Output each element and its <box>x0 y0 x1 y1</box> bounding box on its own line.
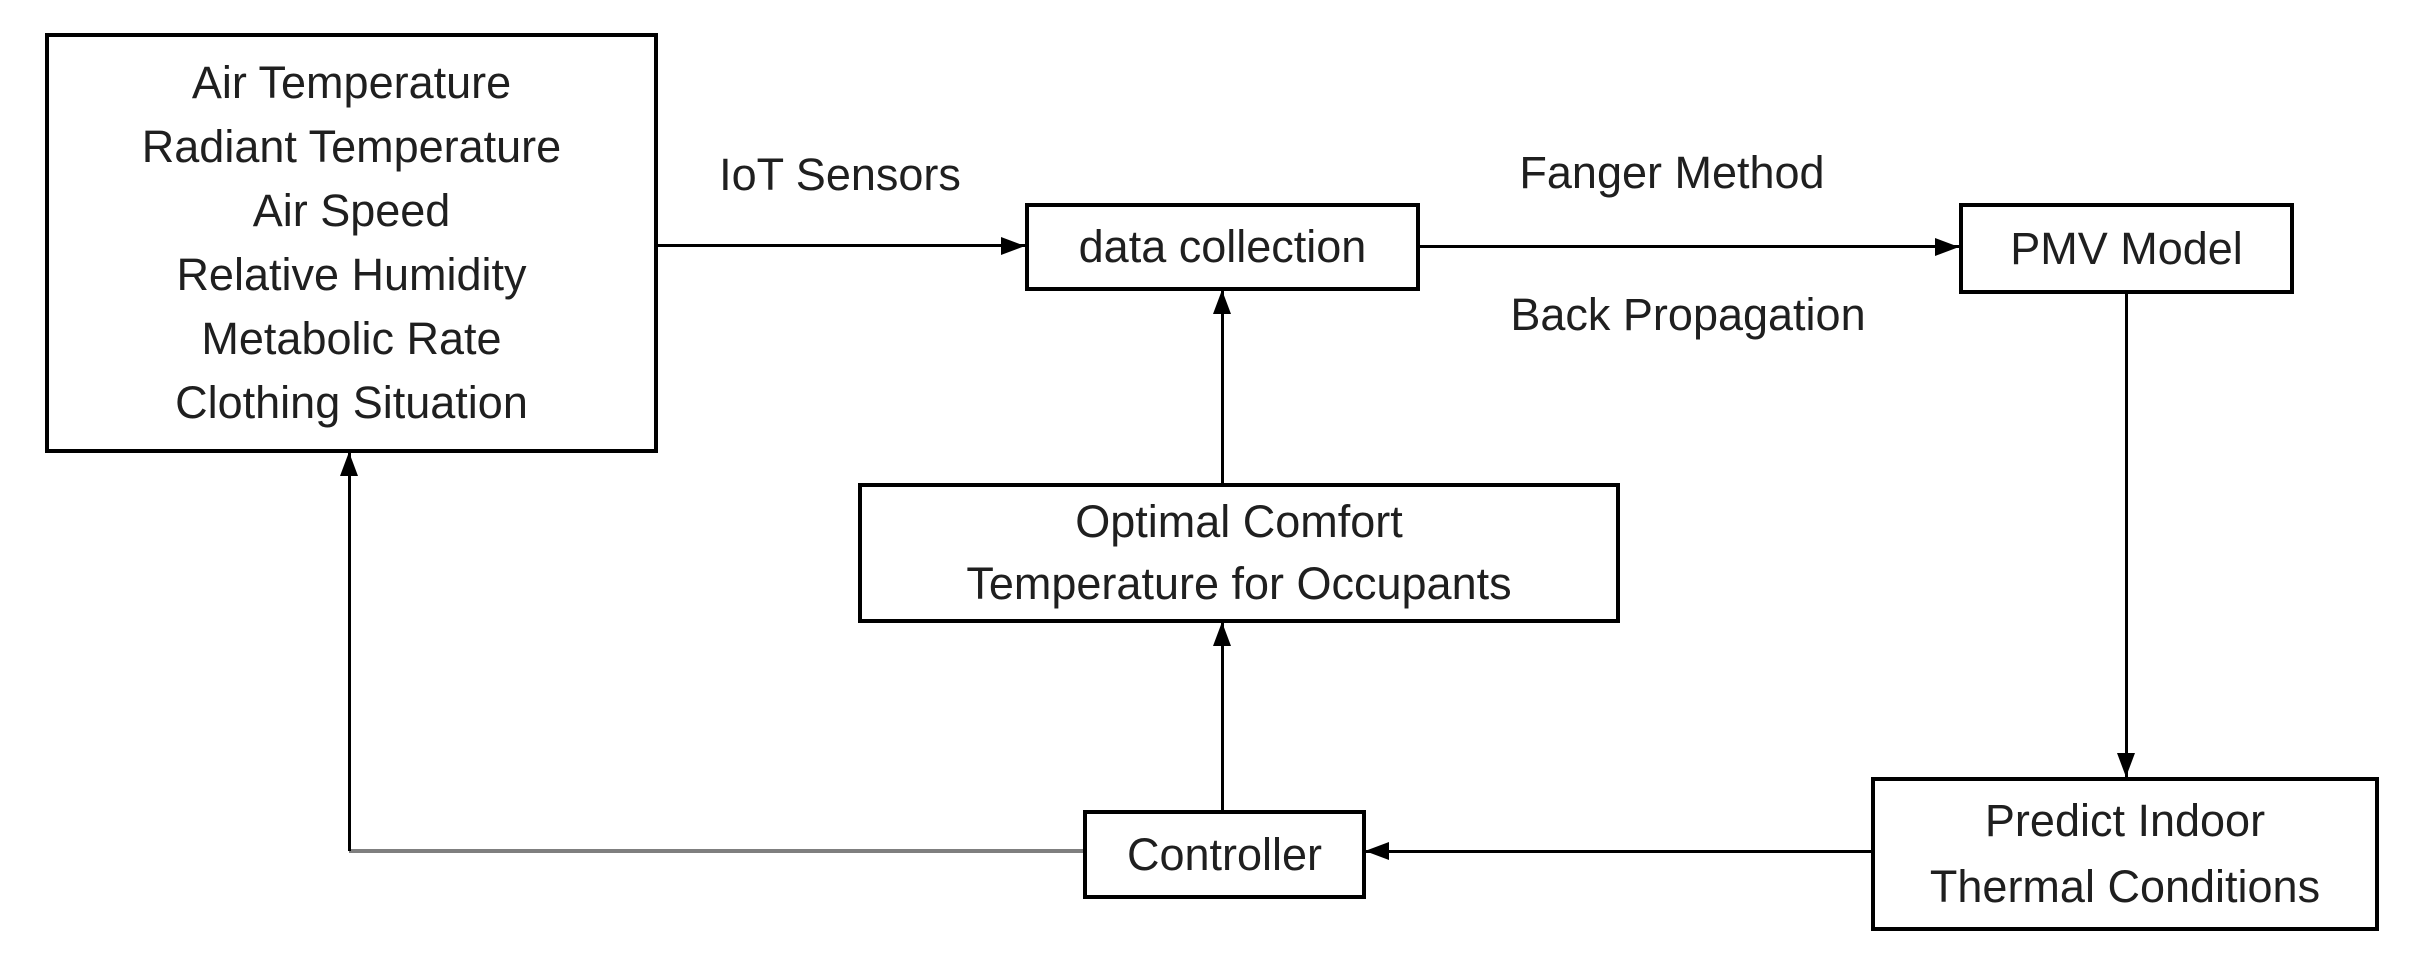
arrowhead-up-icon <box>1213 622 1231 646</box>
input-line-air-temperature: Air Temperature <box>191 57 512 108</box>
input-line-metabolic-rate: Metabolic Rate <box>201 313 502 364</box>
fanger-method-edge-label: Fanger Method <box>1519 147 1825 198</box>
controller-label: Controller <box>1126 828 1323 880</box>
predict-thermal-conditions-box: Predict Indoor Thermal Conditions <box>1871 777 2379 931</box>
input-line-air-speed: Air Speed <box>252 185 451 236</box>
edge-controller-feedback-horizontal <box>349 849 1083 853</box>
optimal-comfort-box: Optimal Comfort Temperature for Occupant… <box>858 483 1620 623</box>
data-collection-box: data collection <box>1025 203 1420 291</box>
edge-pmv-to-predict <box>2125 293 2128 777</box>
pmv-model-box: PMV Model <box>1959 203 2294 294</box>
edge-data-collection-to-pmv <box>1419 245 1959 248</box>
data-collection-label: data collection <box>1078 221 1367 272</box>
input-line-radiant-temperature: Radiant Temperature <box>141 121 562 172</box>
arrowhead-right-icon <box>1001 237 1025 255</box>
edge-predict-to-controller <box>1365 850 1871 853</box>
arrowhead-up-icon <box>1213 290 1231 314</box>
edge-controller-feedback-vertical <box>348 452 351 851</box>
arrowhead-up-icon <box>340 452 358 476</box>
iot-sensors-edge-label: IoT Sensors <box>719 149 961 200</box>
predict-line1: Predict Indoor <box>1984 795 2266 846</box>
predict-line2: Thermal Conditions <box>1929 861 2321 912</box>
optimal-comfort-line1: Optimal Comfort <box>1075 496 1403 547</box>
arrowhead-left-icon <box>1365 842 1389 860</box>
back-propagation-edge-label: Back Propagation <box>1510 289 1866 340</box>
input-line-relative-humidity: Relative Humidity <box>176 249 527 300</box>
input-line-clothing-situation: Clothing Situation <box>175 377 528 428</box>
edge-controller-to-optimal <box>1221 622 1224 810</box>
pmv-model-label: PMV Model <box>2010 222 2243 274</box>
arrowhead-right-icon <box>1935 238 1959 256</box>
arrowhead-down-icon <box>2117 753 2135 777</box>
optimal-comfort-line2: Temperature for Occupants <box>966 558 1512 609</box>
controller-box: Controller <box>1083 810 1366 899</box>
environment-inputs-box: Air Temperature Radiant Temperature Air … <box>45 33 658 453</box>
edge-inputs-to-data-collection <box>657 244 1025 247</box>
edge-optimal-to-data-collection <box>1221 290 1224 483</box>
